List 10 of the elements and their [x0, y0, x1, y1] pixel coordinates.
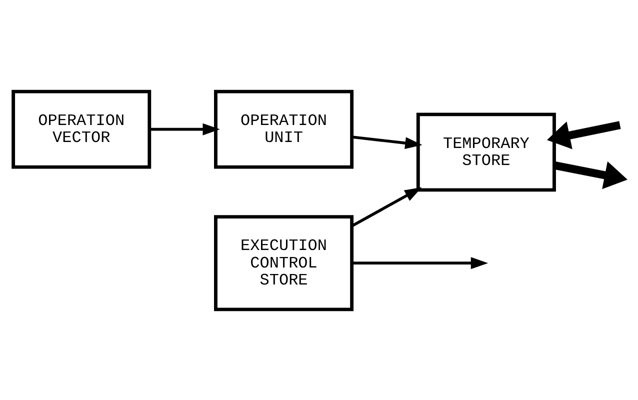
- node-box: EXECUTION CONTROL STORE: [214, 214, 354, 311]
- node-box: OPERATION VECTOR: [12, 89, 152, 168]
- node-box: OPERATION UNIT: [214, 89, 354, 168]
- arrow: [352, 135, 422, 149]
- arrow: [351, 186, 422, 227]
- node-box: TEMPORARY STORE: [416, 112, 556, 192]
- arrow: [554, 160, 628, 189]
- arrow: [352, 256, 488, 269]
- arrow: [546, 120, 621, 149]
- arrow: [150, 122, 220, 135]
